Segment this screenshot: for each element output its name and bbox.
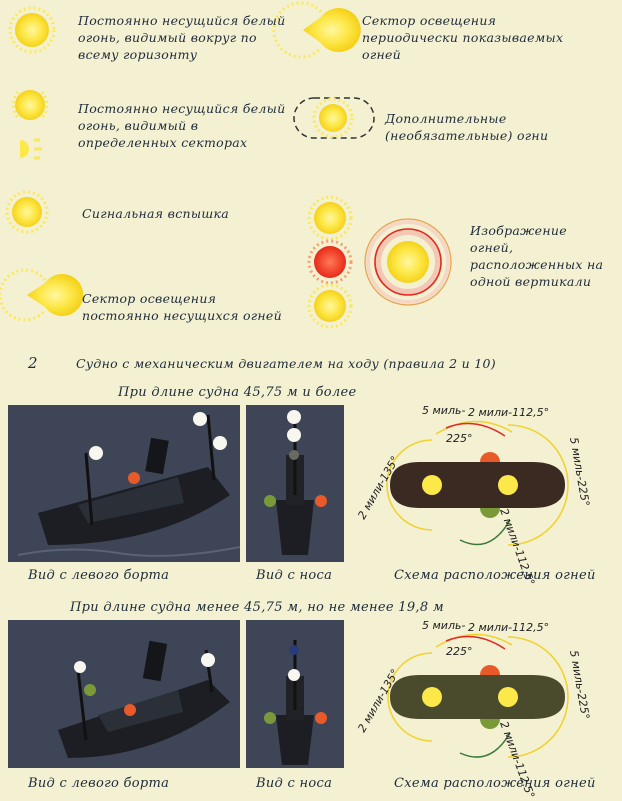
legend-sectored-label: Постоянно несущийся белый огонь, видимый… <box>78 101 286 150</box>
lower-arc-label-4: 5 миль-225° <box>567 649 592 720</box>
lower-length-label: При длине судна менее 45,75 м, но не мен… <box>70 600 444 615</box>
legend-icons <box>0 1 452 329</box>
upper-side-view-panel <box>8 405 241 562</box>
lower-arc-label-2: 2 мили-112,5° <box>468 621 549 634</box>
legend-flash-label: Сигнальная вспышка <box>82 206 229 221</box>
upper-side-caption: Вид с левого борта <box>28 568 170 583</box>
lower-lights-scheme: 5 миль- 2 мили-112,5° 225° 5 миль-225° 2… <box>355 619 592 800</box>
sectored-light-icon <box>11 90 49 160</box>
lower-bow-caption: Вид с носа <box>256 776 333 791</box>
legend-vertical-label: Изображение огней, расположенных на одно… <box>470 223 604 289</box>
signal-flash-icon <box>5 190 49 234</box>
lower-ship-bow-drawing <box>264 640 327 765</box>
legend-optional-label: Дополнительные (необязательные) огни <box>385 111 549 143</box>
lower-arc-label-3: 225° <box>446 645 473 658</box>
vertical-lights-icon <box>307 195 452 329</box>
legend-all-round-label: Постоянно несущийся белый огонь, видимый… <box>78 13 286 62</box>
lower-side-view-panel <box>8 620 240 768</box>
section-title: Судно с механическим двигателем на ходу … <box>76 356 496 371</box>
upper-length-label: При длине судна 45,75 м и более <box>118 385 357 400</box>
upper-lights-scheme: 5 миль- 2 мили-112,5° 225° 5 миль-225° 2… <box>355 404 592 587</box>
legend-periodic-sector-label: Сектор освещения периодически показываем… <box>362 13 564 62</box>
lower-arc-label-1: 5 миль- <box>422 619 465 632</box>
upper-arc-label-2: 2 мили-112,5° <box>468 406 549 419</box>
periodic-sector-icon <box>272 1 361 59</box>
upper-arc-label-3: 225° <box>446 432 473 445</box>
all-round-light-icon <box>8 6 56 54</box>
upper-ship-bow-drawing <box>264 410 327 555</box>
lower-scheme-caption: Схема расположения огней <box>394 776 596 791</box>
lower-bow-view-panel <box>246 620 344 768</box>
upper-scheme-caption: Схема расположения огней <box>394 568 596 583</box>
upper-arc-label-4: 5 миль-225° <box>567 436 592 507</box>
lower-side-caption: Вид с левого борта <box>28 776 170 791</box>
lower-ship-side-drawing <box>58 640 230 758</box>
legend-constant-sector-label: Сектор освещения постоянно несущихся огн… <box>82 291 282 323</box>
upper-ship-side-drawing <box>17 412 241 557</box>
upper-arc-label-1: 5 миль- <box>422 404 465 417</box>
upper-bow-view-panel <box>246 405 344 562</box>
optional-lights-icon <box>293 97 375 139</box>
upper-bow-caption: Вид с носа <box>256 568 333 583</box>
section-number: 2 <box>28 354 38 372</box>
constant-sector-icon <box>0 268 84 322</box>
